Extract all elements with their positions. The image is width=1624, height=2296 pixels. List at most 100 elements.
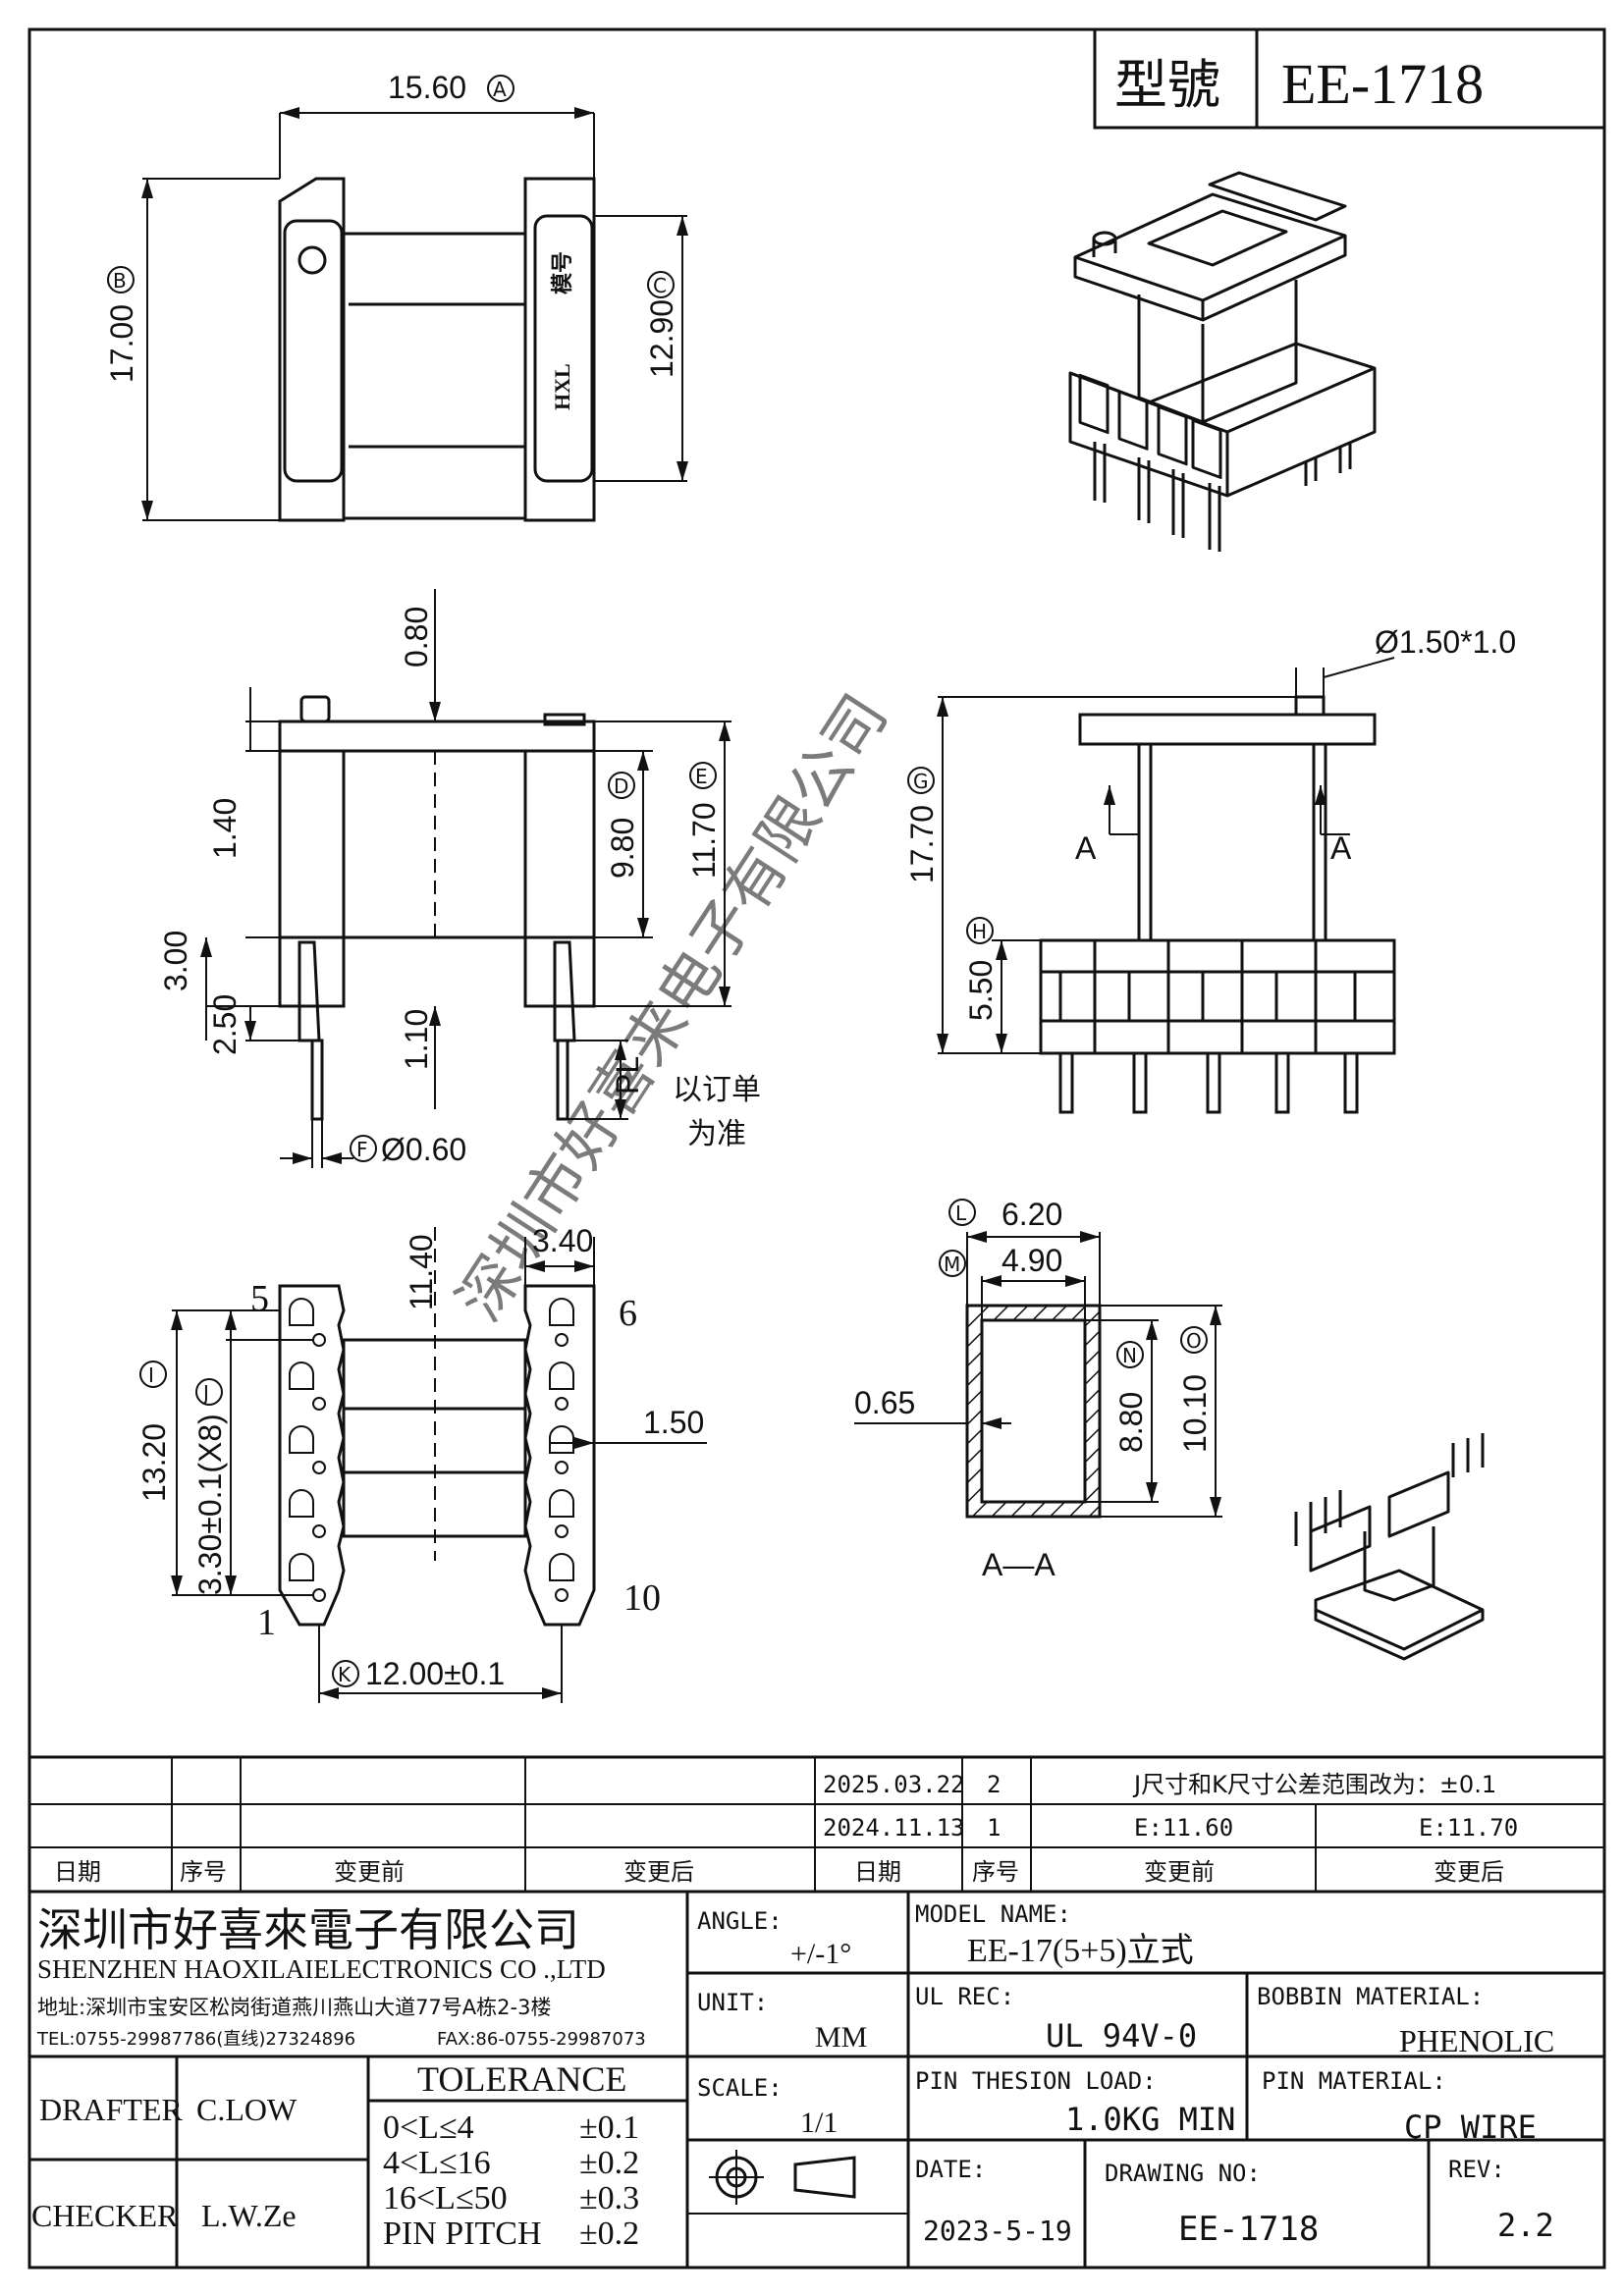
tolerance-title: TOLERANCE — [417, 2059, 626, 2099]
bottom-view — [171, 1227, 707, 1703]
ref-o-letter: O — [1186, 1329, 1202, 1353]
ref-g-circle — [907, 767, 935, 794]
ref-k-circle — [332, 1660, 359, 1687]
pin-load-label: PIN THESION LOAD: — [915, 2067, 1157, 2095]
bottom-span-dim: 12.00±0.1 — [365, 1656, 505, 1691]
rev-header-after-2: 变更后 — [1434, 1858, 1504, 1886]
ul-label: UL REC: — [915, 1983, 1014, 2010]
drafter-value: C.LOW — [196, 2092, 298, 2127]
checker-label: CHECKER — [31, 2198, 179, 2233]
rev-header-after-1: 变更后 — [623, 1858, 694, 1886]
company-address: 地址:深圳市宝安区松岗街道燕川燕山大道77号A栋2-3楼 — [37, 1996, 551, 2019]
date-value: 2023-5-19 — [923, 2215, 1072, 2247]
rev-header-before-2: 变更前 — [1144, 1858, 1215, 1886]
ref-c-letter: C — [653, 274, 667, 297]
rev1-no: 1 — [987, 1814, 1001, 1842]
rev2-note: J尺寸和K尺寸公差范围改为：±0.1 — [1132, 1771, 1496, 1798]
ref-e-letter: E — [695, 765, 708, 788]
company-name-en: SHENZHEN HAOXILAIELECTRONICS CO .,LTD — [37, 1954, 606, 1984]
iso-view-small — [1294, 1433, 1485, 1661]
pin-load-value: 1.0KG MIN — [1065, 2101, 1235, 2138]
unit-value: MM — [815, 2021, 867, 2054]
title-box-value: EE-1718 — [1281, 52, 1484, 116]
pin-1-label: 1 — [257, 1602, 276, 1643]
revision-table — [29, 1755, 1604, 1894]
pin-material-label: PIN MATERIAL: — [1262, 2067, 1446, 2095]
tolerance-value-4: ±0.2 — [579, 2216, 639, 2252]
ref-k-letter: K — [338, 1663, 352, 1686]
bottom-offset-dim: 1.50 — [643, 1405, 704, 1440]
section-marker-left: A — [1075, 830, 1097, 866]
rev2-no: 2 — [987, 1771, 1001, 1798]
tolerance-value-1: ±0.1 — [579, 2109, 639, 2146]
tolerance-range-2: 4<L≤16 — [383, 2145, 491, 2181]
ref-c-circle — [647, 271, 675, 298]
company-tel: TEL:0755-29987786(直线)27324896 — [36, 2029, 355, 2050]
ref-a-letter: A — [493, 78, 507, 101]
side-pin-note-1: 以订单 — [673, 1073, 761, 1107]
side-inner-dim: 9.80 — [605, 818, 640, 879]
ref-j-letter: J — [201, 1381, 209, 1405]
front-hole-dim: Ø1.50*1.0 — [1375, 624, 1516, 660]
model-label: MODEL NAME: — [915, 1900, 1071, 1928]
rev-value: 2.2 — [1497, 2207, 1554, 2244]
ref-b-letter: B — [113, 269, 127, 293]
side-gap-dim: 1.10 — [399, 1009, 434, 1070]
model-value: EE-17(5+5)立式 — [967, 1932, 1194, 1969]
front-view — [937, 657, 1396, 1114]
scale-label: SCALE: — [697, 2074, 783, 2102]
ref-l-letter: L — [955, 1201, 967, 1225]
side-view — [200, 589, 731, 1168]
title-box-label: 型號 — [1114, 54, 1220, 116]
tolerance-value-3: ±0.3 — [579, 2180, 639, 2216]
section-view — [854, 1231, 1222, 1519]
front-base-dim: 5.50 — [963, 960, 999, 1021]
pin-6-label: 6 — [619, 1293, 637, 1334]
company-fax: FAX:86-0755-29987073 — [437, 2029, 646, 2050]
bottom-pitch-dim: 3.30±0.1(X8) — [192, 1414, 228, 1595]
rev1-date: 2024.11.13 — [823, 1814, 965, 1842]
rev-header-before-1: 变更前 — [334, 1858, 405, 1886]
side-flange-dim: 1.40 — [207, 798, 243, 859]
title-block-grid — [29, 1892, 1604, 2268]
top-width-dim: 15.60 — [388, 70, 466, 105]
top-view — [141, 107, 688, 522]
top-mark-text: HXL — [550, 363, 574, 410]
drawing-no-label: DRAWING NO: — [1105, 2160, 1261, 2187]
side-base2-dim: 2.50 — [207, 994, 243, 1055]
drawing-no-value: EE-1718 — [1178, 2210, 1319, 2249]
section-label: A—A — [982, 1547, 1056, 1582]
side-pin-dia-dim: Ø0.60 — [381, 1132, 466, 1167]
section-outer-width-dim: 6.20 — [1001, 1197, 1062, 1232]
bobbin-value: PHENOLIC — [1399, 2023, 1554, 2058]
pin-10-label: 10 — [623, 1577, 661, 1619]
angle-value: +/-1° — [790, 1938, 851, 1970]
top-height-dim: 17.00 — [104, 304, 139, 383]
pin-material-value: CP WIRE — [1404, 2109, 1537, 2146]
ref-m-circle — [939, 1250, 966, 1277]
unit-label: UNIT: — [697, 1989, 768, 2016]
ref-n-circle — [1116, 1341, 1144, 1368]
ref-f-circle — [350, 1135, 377, 1162]
bottom-width-dim: 11.40 — [404, 1234, 439, 1310]
tolerance-range-3: 16<L≤50 — [383, 2180, 508, 2216]
ref-b-circle — [107, 266, 135, 294]
tolerance-range-4: PIN PITCH — [383, 2216, 542, 2252]
ref-i-letter: I — [148, 1363, 154, 1387]
top-mark-text2: 模号 — [551, 251, 575, 294]
pin-5-label: 5 — [250, 1278, 269, 1319]
rev-header-date-2: 日期 — [854, 1858, 901, 1886]
section-inner-height-dim: 8.80 — [1113, 1392, 1149, 1453]
iso-view — [1068, 171, 1377, 552]
rev-header-no-2: 序号 — [972, 1858, 1019, 1886]
side-pin-note-2: 为准 — [687, 1117, 746, 1151]
tolerance-value-2: ±0.2 — [579, 2145, 639, 2181]
ref-m-letter: M — [944, 1253, 960, 1276]
watermark-text: 深圳市好喜来电子有限公司 — [447, 684, 900, 1333]
angle-label: ANGLE: — [697, 1907, 783, 1935]
title-box: 型號 EE-1718 — [1093, 27, 1606, 130]
section-inner-width-dim: 4.90 — [1001, 1243, 1062, 1278]
projection-symbol-icon — [709, 2150, 856, 2205]
ref-n-letter: N — [1122, 1344, 1137, 1367]
